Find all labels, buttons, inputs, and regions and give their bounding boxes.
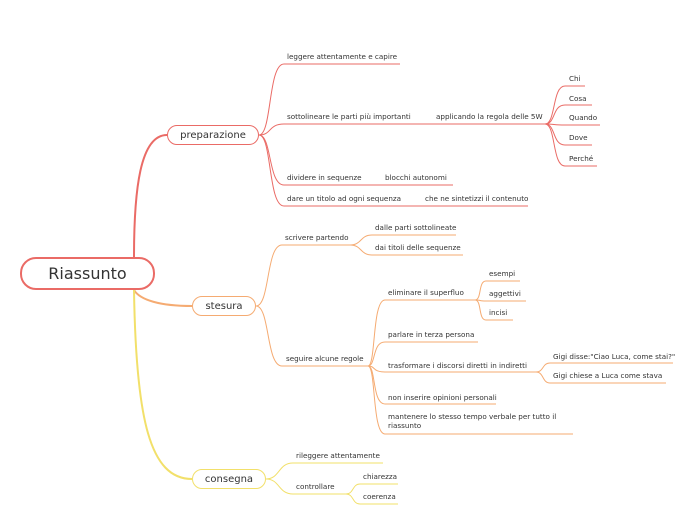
topic-titolo[interactable]: dare un titolo ad ogni sequenza	[287, 194, 402, 203]
topic-dalle[interactable]: dalle parti sottolineate	[375, 223, 457, 232]
topic-dove[interactable]: Dove	[569, 133, 588, 142]
topic-aggettivi[interactable]: aggettivi	[489, 289, 521, 298]
topic-gigi-chiese[interactable]: Gigi chiese a Luca come stava	[553, 371, 663, 380]
topic-chiarezza[interactable]: chiarezza	[363, 472, 398, 481]
topic-cosa[interactable]: Cosa	[569, 94, 587, 103]
topic-rileggere[interactable]: rileggere attentamente	[296, 451, 380, 460]
root-node[interactable]: Riassunto	[20, 257, 155, 290]
topic-eliminare[interactable]: eliminare il superfluo	[388, 288, 464, 297]
topic-opinioni[interactable]: non inserire opinioni personali	[388, 393, 497, 402]
topic-gigi-disse[interactable]: Gigi disse:"Ciao Luca, come stai?"	[553, 352, 676, 361]
topic-coerenza[interactable]: coerenza	[363, 492, 396, 501]
topic-controllare[interactable]: controllare	[296, 482, 335, 491]
connector-root-stesura	[133, 289, 193, 307]
connector-root-consegna	[133, 289, 193, 480]
topic-leggere[interactable]: leggere attentamente e capire	[287, 52, 398, 61]
connector-root-preparazione	[133, 134, 168, 258]
topic-tempo[interactable]: mantenere lo stesso tempo verbale per tu…	[388, 412, 557, 430]
topic-chi[interactable]: Chi	[569, 74, 581, 83]
topic-perche[interactable]: Perché	[569, 154, 594, 163]
branch-stesura[interactable]: stesura	[192, 296, 256, 316]
topic-dai[interactable]: dai titoli delle sequenze	[375, 243, 461, 252]
topic-sottolineare[interactable]: sottolineare le parti più importanti	[287, 112, 411, 121]
topic-terza[interactable]: parlare in terza persona	[388, 330, 475, 339]
topic-scrivere[interactable]: scrivere partendo	[285, 233, 349, 242]
branch-preparazione[interactable]: preparazione	[167, 125, 259, 145]
topic-incisi[interactable]: incisi	[489, 308, 508, 317]
topic-sintetizzi[interactable]: che ne sintetizzi il contenuto	[425, 194, 529, 203]
topic-trasformare[interactable]: trasformare i discorsi diretti in indire…	[388, 361, 528, 370]
topic-quando[interactable]: Quando	[569, 113, 598, 122]
topic-esempi[interactable]: esempi	[489, 269, 516, 278]
topic-dividere[interactable]: dividere in sequenze	[287, 173, 362, 182]
topic-seguire[interactable]: seguire alcune regole	[286, 354, 364, 363]
topic-applicando[interactable]: applicando la regola delle 5W	[436, 112, 543, 121]
topic-blocchi[interactable]: blocchi autonomi	[385, 173, 447, 182]
branch-consegna[interactable]: consegna	[192, 469, 266, 489]
